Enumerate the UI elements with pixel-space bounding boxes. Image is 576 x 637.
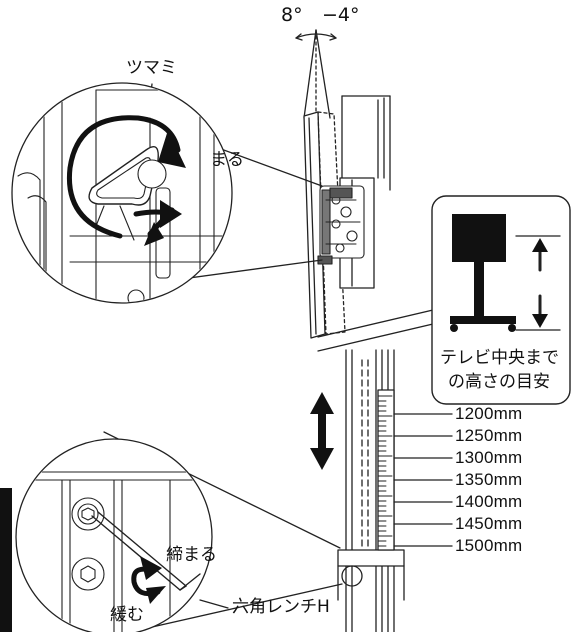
- up-down-arrow: [310, 392, 334, 470]
- tilt-forward-label: 8°: [281, 4, 303, 26]
- hex-bolt-callout: [15, 431, 363, 636]
- tv-panel: [303, 111, 346, 339]
- ruler-ticks: [377, 395, 393, 547]
- bolt-tighten-label: 締まる: [166, 545, 217, 565]
- tilt-bracket: [317, 185, 365, 265]
- knob-callout: [11, 82, 323, 304]
- height-scale-label: 1500mm: [455, 536, 523, 555]
- height-ruler: [377, 389, 395, 551]
- height-scale-label: 1450mm: [455, 514, 523, 533]
- tilt-angle-indicator: [295, 29, 337, 121]
- tilt-back-label: −4°: [322, 4, 360, 26]
- knob-tighten-label: まる: [210, 150, 244, 170]
- stand-column: [317, 95, 451, 633]
- height-scale-label: 1350mm: [455, 470, 523, 489]
- height-caption-line2: の高さの目安: [448, 372, 550, 392]
- scale-leader-lines: [393, 413, 453, 547]
- height-scale-label: 1200mm: [455, 404, 523, 423]
- knob-label: ツマミ: [126, 58, 177, 78]
- hex-key-label: 六角レンチH: [232, 597, 330, 617]
- height-scale-label: 1300mm: [455, 448, 523, 467]
- height-scale-label: 1400mm: [455, 492, 523, 511]
- section-tab-marker: [0, 488, 12, 632]
- bolt-loosen-label: 緩む: [110, 605, 144, 625]
- height-scale-label: 1250mm: [455, 426, 523, 445]
- height-caption-line1: テレビ中央まで: [440, 348, 559, 368]
- height-reference-box: [431, 195, 571, 405]
